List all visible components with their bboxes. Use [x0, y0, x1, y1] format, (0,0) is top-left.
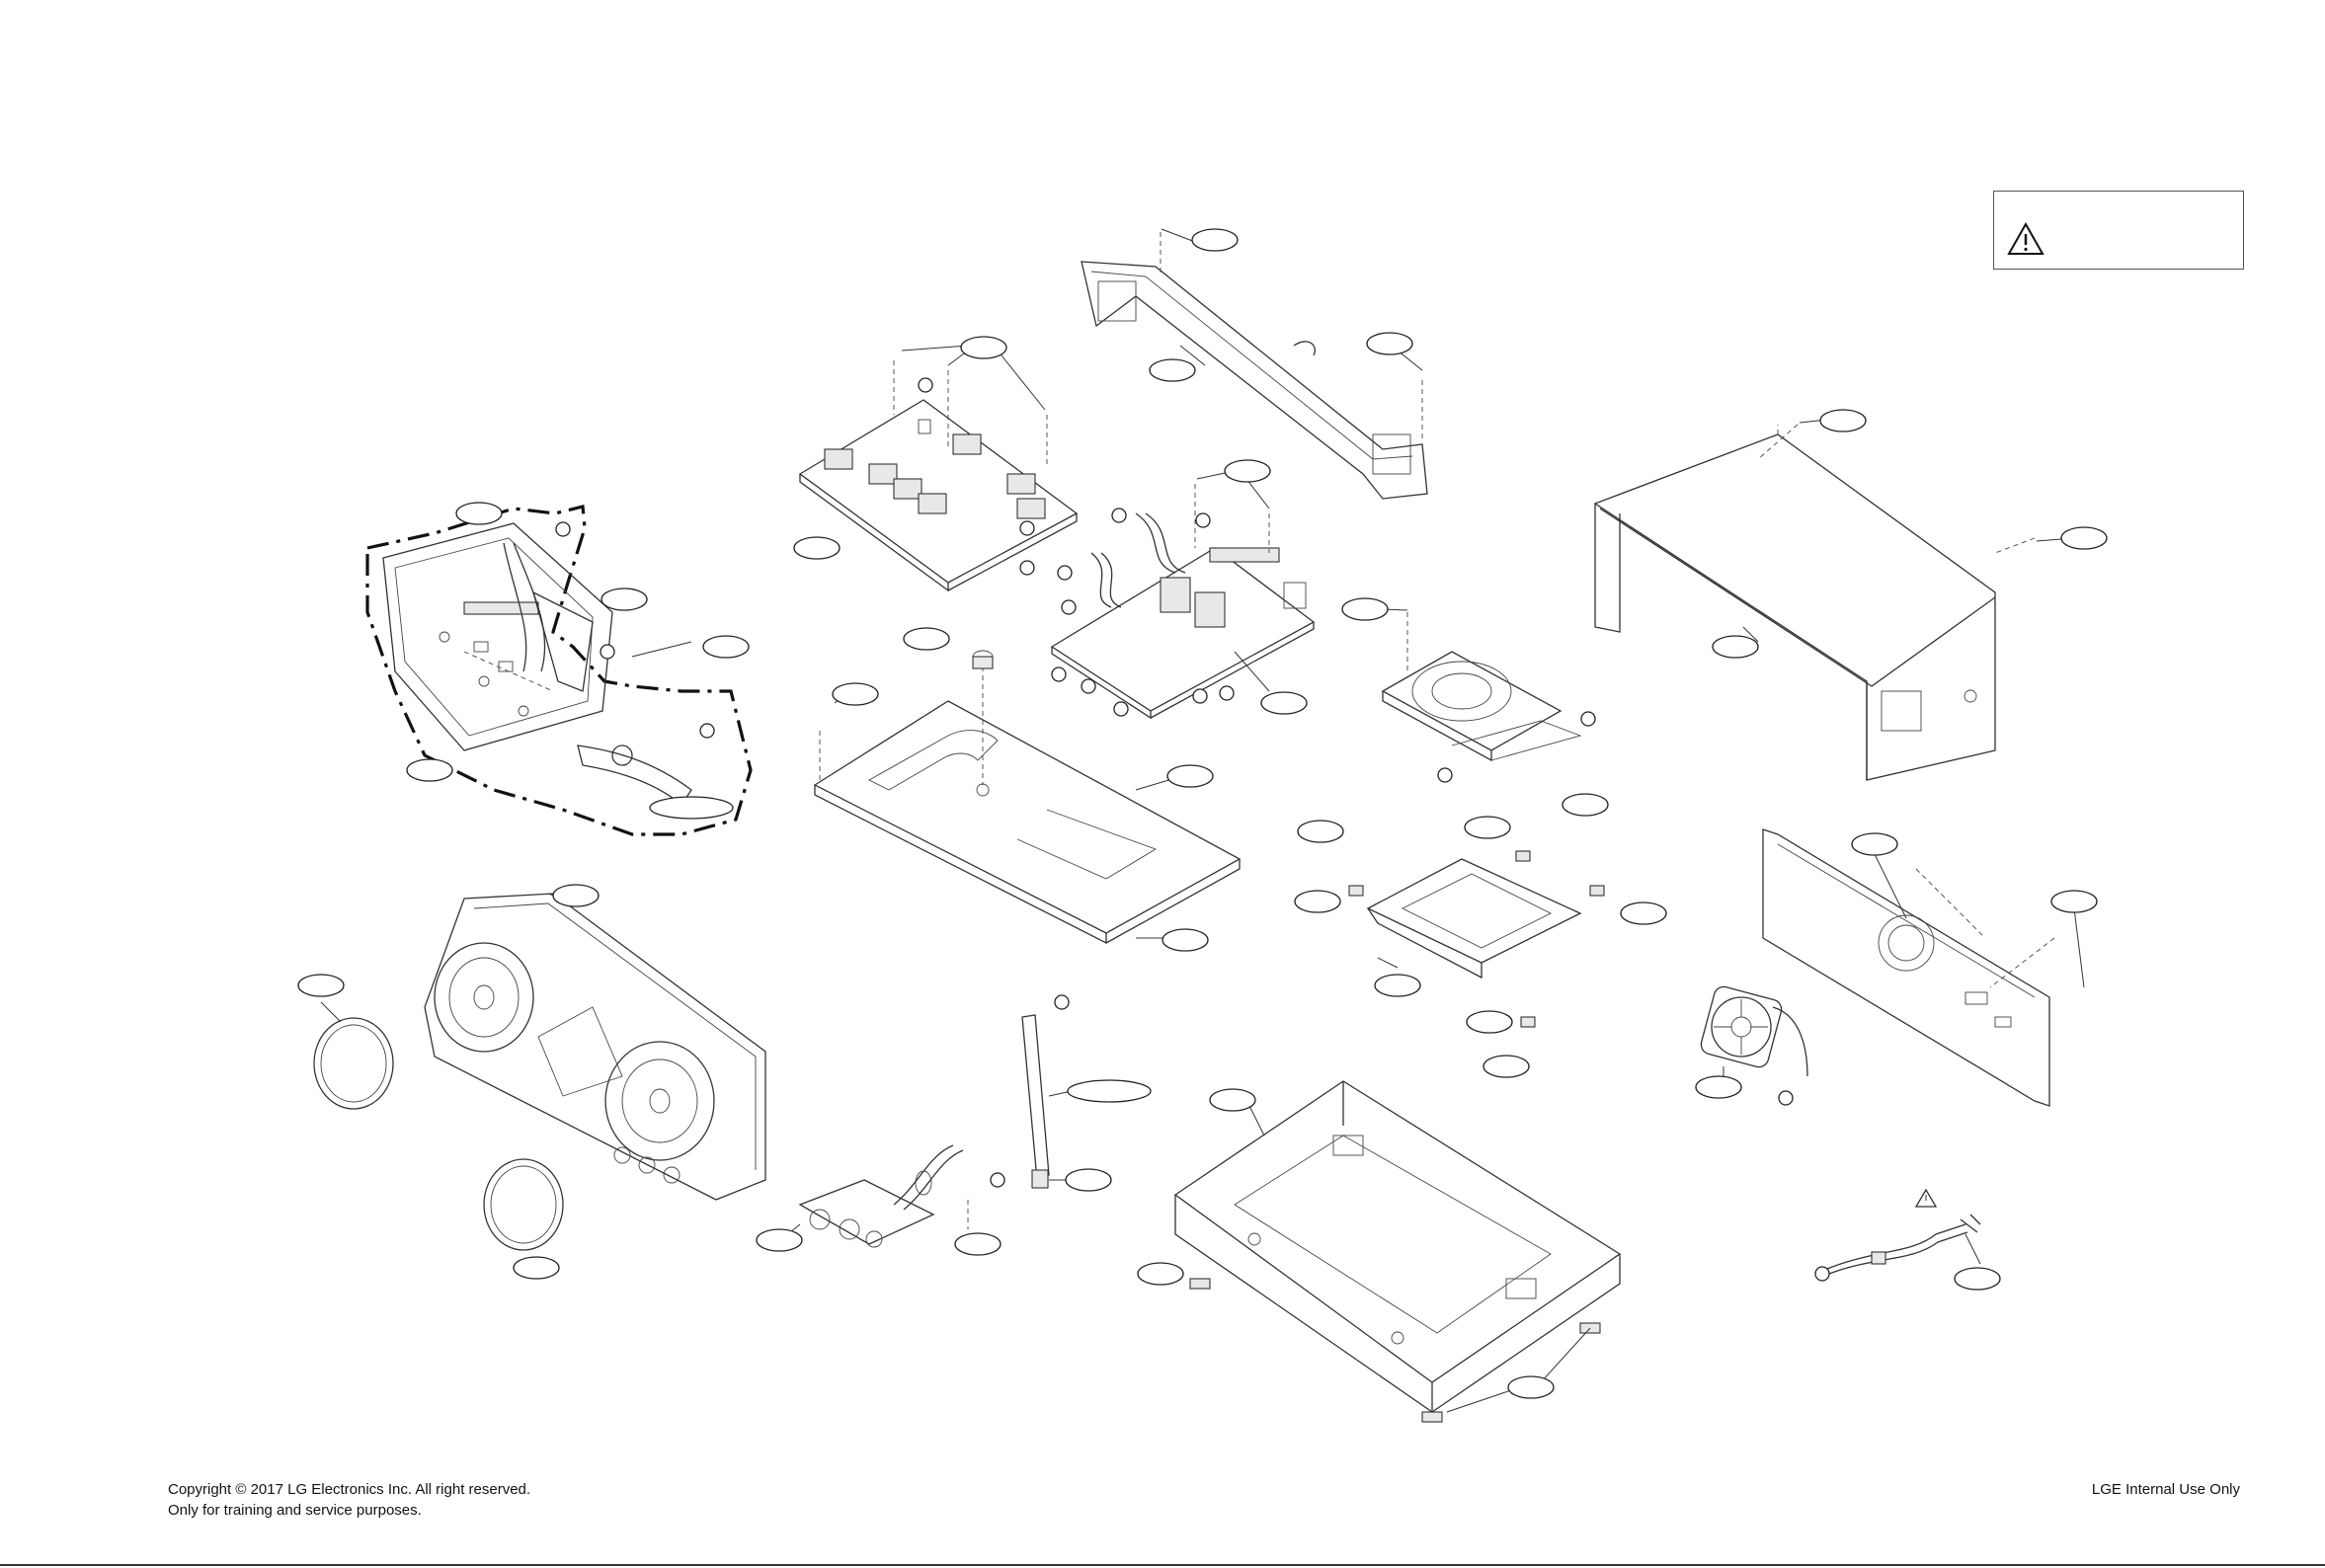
warning-triangle-icon — [2006, 221, 2045, 257]
warning-box — [1993, 191, 2244, 270]
speaker-grille-left — [314, 1002, 393, 1109]
jack-pcb — [785, 1145, 968, 1247]
copyright-notice: Copyright © 2017 LG Electronics Inc. All… — [168, 1479, 530, 1521]
power-cord-callouts — [1815, 1267, 2000, 1290]
copyright-line-2: Only for training and service purposes. — [168, 1500, 530, 1521]
page-bottom-rule — [0, 1564, 2325, 1566]
top-cover — [1595, 420, 2074, 780]
rear-panel — [1763, 829, 2084, 1106]
flat-cable — [1022, 1015, 1072, 1188]
top-bracket — [1082, 229, 1427, 499]
copyright-line-1: Copyright © 2017 LG Electronics Inc. All… — [168, 1479, 530, 1500]
tray-support-bracket — [1349, 851, 1604, 1027]
main-pcb-board — [800, 346, 1077, 590]
power-cord — [1827, 1190, 1980, 1274]
top-bracket-callouts — [1150, 229, 1412, 381]
jack-pcb-callouts — [757, 995, 1151, 1255]
cooling-fan — [1699, 984, 1807, 1078]
cd-mechanism-callouts — [1342, 598, 1595, 782]
bottom-chassis — [1175, 1081, 1620, 1422]
front-panel — [425, 894, 765, 1200]
internal-use-label: LGE Internal Use Only — [2092, 1479, 2240, 1500]
front-pcb-assembly — [367, 507, 751, 834]
speaker-grille-right — [484, 1159, 563, 1269]
cd-mechanism — [1383, 609, 1580, 760]
tray-support-callouts — [1295, 794, 1666, 1077]
